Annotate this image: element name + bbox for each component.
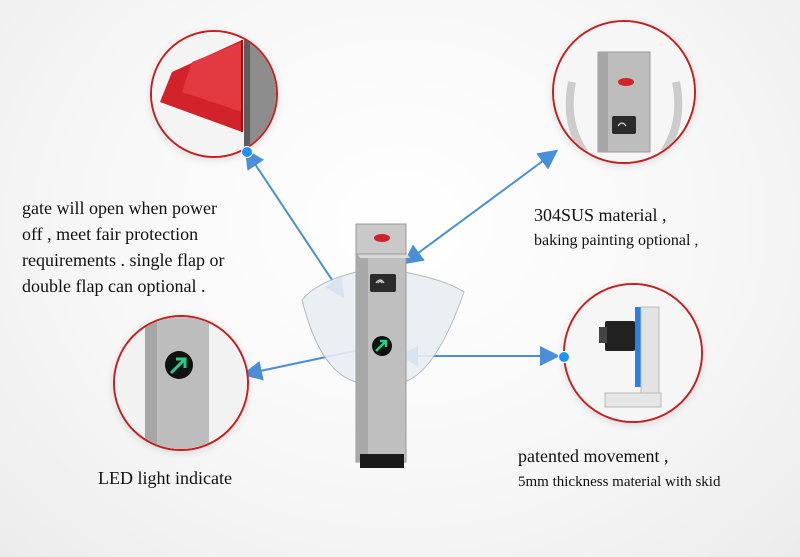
led-arrow-icon xyxy=(115,317,247,449)
material-caption: 304SUS material , baking painting option… xyxy=(534,202,698,254)
contactless-card-icon xyxy=(370,274,396,292)
led-detail-circle xyxy=(113,315,249,451)
flap-caption-line: gate will open when power xyxy=(22,198,217,218)
arrow-flap xyxy=(244,148,345,299)
flap-connector-dot xyxy=(241,146,253,158)
right-glass-flap xyxy=(403,271,465,383)
flap-detail-circle xyxy=(150,30,278,158)
movement-connector-dot xyxy=(558,351,570,363)
movement-caption-line: 5mm thickness material with skid xyxy=(518,474,721,490)
turnstile-unit xyxy=(301,223,465,468)
red-flap-icon xyxy=(152,32,276,156)
cabinet-base xyxy=(360,454,404,468)
left-glass-flap xyxy=(301,271,357,383)
movement-detail-circle xyxy=(563,283,703,423)
flap-caption: gate will open when power off , meet fai… xyxy=(22,195,224,299)
led-caption: LED light indicate xyxy=(98,468,232,488)
material-detail-circle xyxy=(552,20,696,164)
material-caption-line: 304SUS material , xyxy=(534,205,667,225)
steel-cabinet-icon xyxy=(554,22,694,162)
arrow-material xyxy=(402,149,559,265)
flap-caption-line: double flap can optional . xyxy=(22,276,206,296)
flap-caption-line: off , meet fair protection xyxy=(22,224,199,244)
movement-caption: patented movement , 5mm thickness materi… xyxy=(518,443,720,495)
motor-bracket-icon xyxy=(565,285,701,421)
red-indicator xyxy=(374,234,390,242)
movement-caption-line: patented movement , xyxy=(518,446,669,466)
material-caption-line: baking painting optional , xyxy=(534,232,699,249)
flap-caption-line: requirements . single flap or xyxy=(22,250,225,270)
